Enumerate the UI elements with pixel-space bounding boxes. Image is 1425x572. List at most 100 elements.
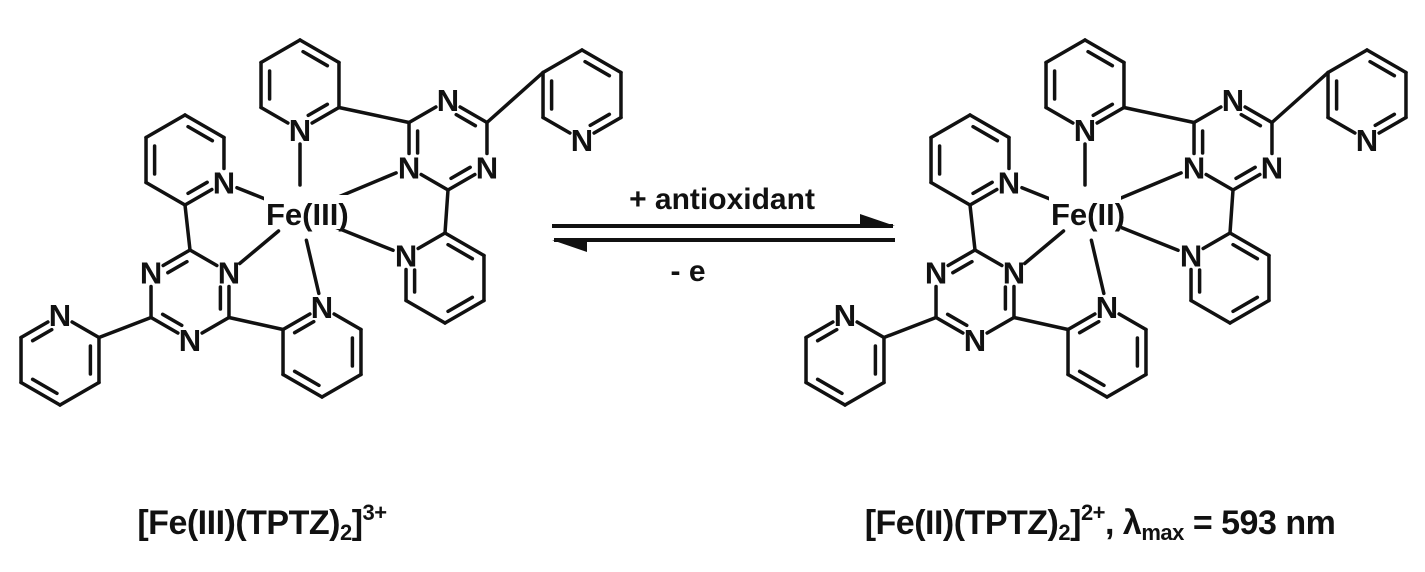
fe2-double-bond — [1239, 112, 1263, 128]
fe3-coordination-bond — [304, 238, 321, 296]
forward-reagent-label: + antioxidant — [629, 183, 815, 216]
fe2-ring-bond — [973, 248, 1004, 268]
caption-formula: [Fe(II)(TPTZ) — [864, 504, 1059, 542]
nitrogen-atom-label: N — [49, 298, 71, 333]
fe2-coordination-bond — [1109, 221, 1180, 253]
fe3-double-bond — [292, 319, 316, 335]
fe3-ring-bond — [404, 298, 447, 325]
nitrogen-atom-label: N — [1096, 290, 1118, 325]
nitrogen-atom-label: N — [437, 83, 459, 118]
fe2-ring-bond — [1117, 312, 1148, 332]
fe2-double-bond — [971, 180, 994, 196]
fe3-ring-link-bond — [97, 315, 153, 340]
lambda-symbol: , λ — [1105, 504, 1142, 542]
reverse-arrow-head — [552, 240, 587, 252]
fe2-ring-bond — [929, 113, 972, 140]
fe3-double-bond — [30, 377, 59, 396]
fe2-coordination-bond — [1089, 238, 1106, 296]
fe2-ring-link-bond — [1012, 315, 1070, 332]
fe2-ring-bond — [1326, 48, 1369, 75]
fe2-ring-bond — [934, 315, 965, 335]
left-complex-caption: [Fe(III)(TPTZ)2]3+ — [137, 500, 388, 546]
fe3-double-bond — [446, 295, 475, 314]
fe2-double-bond — [1086, 49, 1115, 68]
fe2-ring-link-bond — [968, 203, 977, 252]
nitrogen-atom-label: N — [925, 256, 947, 291]
fe2-double-bond — [1231, 242, 1260, 261]
fe3-ring-bond — [458, 105, 489, 125]
fe3-double-bond — [449, 165, 472, 181]
fe3-ring-link-bond — [485, 70, 545, 125]
caption-charge: 3+ — [362, 500, 388, 525]
fe3-ring-bond — [541, 48, 584, 75]
fe2-ring-bond — [985, 315, 1016, 335]
fe3-double-bond — [30, 327, 54, 343]
nitrogen-atom-label: N — [964, 323, 986, 358]
fe2-ring-bond — [1044, 38, 1087, 65]
nitrogen-atom-label: N — [218, 256, 240, 291]
fe3-ring-bond — [19, 320, 50, 340]
fe2-ring-bond — [804, 380, 847, 407]
fe2-ring-link-bond — [1270, 70, 1330, 125]
fe3-double-bond — [186, 180, 209, 196]
nitrogen-atom-label: N — [1003, 256, 1025, 291]
caption-subscript: 2 — [339, 520, 352, 545]
nitrogen-atom-label: N — [1222, 83, 1244, 118]
fe3-ring-bond — [188, 248, 219, 268]
nitrogen-atom-label: N — [1183, 151, 1205, 186]
fe3-double-bond — [306, 102, 330, 118]
fe2-ring-bond — [1066, 312, 1097, 332]
fe2-ring-bond — [1326, 115, 1357, 135]
fe2-ring-link-bond — [882, 315, 938, 340]
fe2-ring-bond — [1228, 231, 1271, 258]
fe2-ring-bond — [804, 320, 835, 340]
fe3-ring-bond — [592, 115, 623, 135]
fe3-ring-bond — [580, 48, 623, 75]
fe3-ring-link-bond — [443, 188, 450, 235]
fe2-ring-link-bond — [1228, 188, 1235, 235]
fe2-ring-bond — [1204, 172, 1235, 192]
fe2-ring-bond — [1228, 298, 1271, 325]
fe3-double-bond — [446, 242, 475, 261]
fe3-ring-bond — [416, 231, 447, 251]
fe3-ring-bond — [200, 315, 231, 335]
fe3-double-bond — [588, 112, 612, 128]
reverse-reagent-label: - e — [670, 255, 706, 288]
fe2-ring-bond — [855, 320, 886, 340]
fe3-double-bond — [166, 259, 189, 275]
fe3-ring-bond — [443, 231, 486, 258]
nitrogen-atom-label: N — [140, 256, 162, 291]
caption-charge: 2+ — [1080, 500, 1106, 525]
fe3-ring-bond — [144, 180, 187, 207]
fe2-ring-bond — [1044, 105, 1075, 125]
fe3-ring-bond — [407, 105, 438, 125]
fe3-ring-bond — [183, 113, 226, 140]
fe3-ring-bond — [281, 312, 312, 332]
fe2-ring-bond — [1095, 105, 1126, 125]
fe2-double-bond — [1077, 369, 1106, 388]
fe2-ring-bond — [1105, 372, 1148, 399]
fe2-ring-bond — [1189, 298, 1232, 325]
fe3-coordination-bond — [237, 229, 281, 266]
nitrogen-atom-label: N — [1180, 239, 1202, 274]
fe2-ring-bond — [1377, 115, 1408, 135]
fe3-ring-bond — [19, 380, 62, 407]
nitrogen-atom-label: N — [571, 123, 593, 158]
nitrogen-atom-label: N — [398, 151, 420, 186]
fe3-double-bond — [186, 124, 215, 143]
fe2-double-bond — [945, 312, 969, 328]
lambda-max-value: = 593 nm — [1183, 504, 1336, 542]
fe2-ring-bond — [1192, 105, 1223, 125]
iron-center-label: Fe(II) — [1051, 197, 1125, 232]
fe2-double-bond — [1231, 295, 1260, 314]
fe2-double-bond — [1234, 165, 1257, 181]
fe2-double-bond — [971, 124, 1000, 143]
iron-center-label: Fe(III) — [266, 197, 349, 232]
fe3-ring-bond — [259, 105, 290, 125]
fe2-ring-bond — [968, 187, 999, 207]
lambda-subscript: max — [1141, 520, 1184, 545]
nitrogen-atom-label: N — [289, 113, 311, 148]
fe2-double-bond — [1373, 112, 1397, 128]
fe3-double-bond — [292, 369, 321, 388]
